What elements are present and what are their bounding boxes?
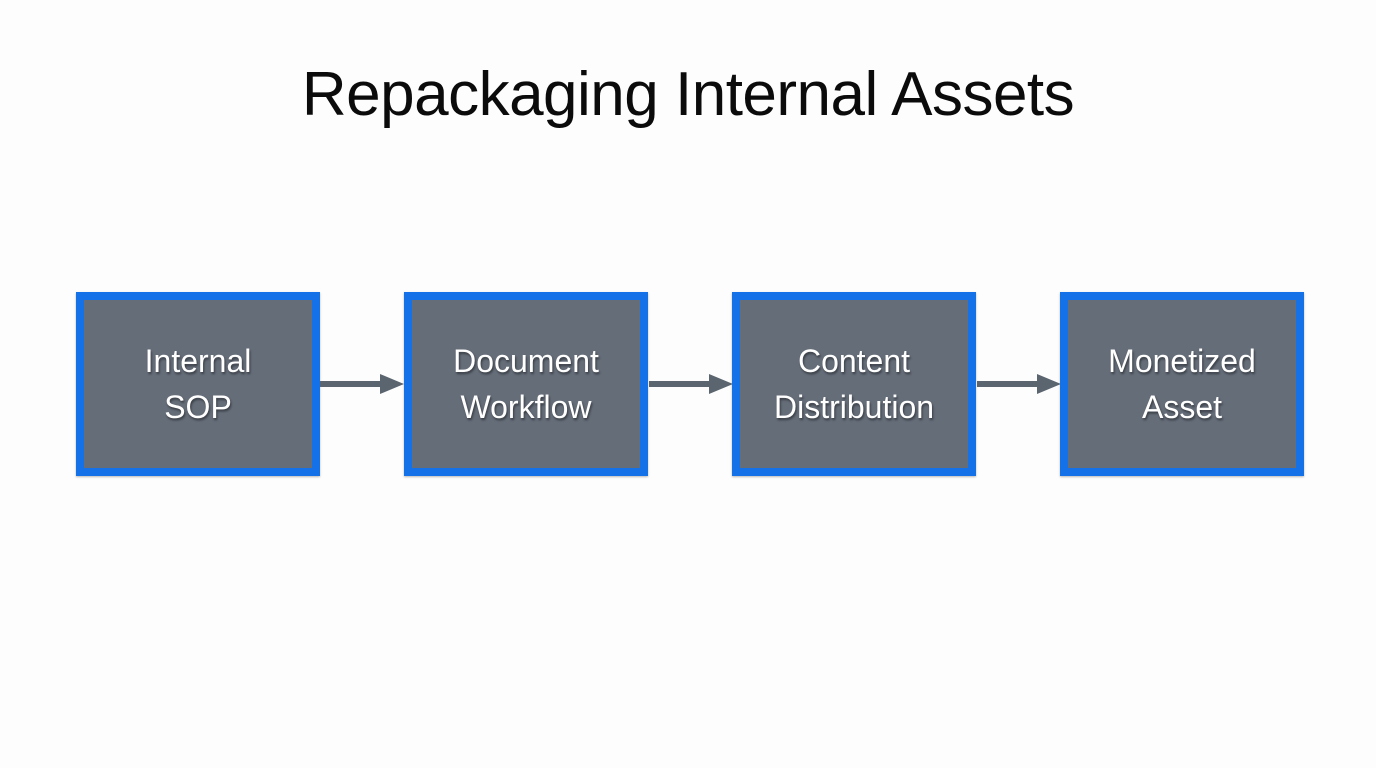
flow-node-label: Document Workflow [453,343,599,425]
flow-node-label: Monetized Asset [1108,343,1256,425]
process-flow-diagram: Internal SOP Document Workflow Content D… [0,292,1376,478]
flow-node-monetized-asset[interactable]: Monetized Asset [1060,292,1304,476]
flow-arrow-right-icon [649,370,733,398]
flow-node-internal-sop[interactable]: Internal SOP [76,292,320,476]
flow-node-content-distribution[interactable]: Content Distribution [732,292,976,476]
slide-title: Repackaging Internal Assets [301,60,1075,129]
flow-arrow-right-icon [320,370,404,398]
flow-node-document-workflow[interactable]: Document Workflow [404,292,648,476]
flow-arrow-right-icon [977,370,1061,398]
flow-node-label: Content Distribution [773,343,935,425]
flow-node-label: Internal SOP [144,343,252,425]
